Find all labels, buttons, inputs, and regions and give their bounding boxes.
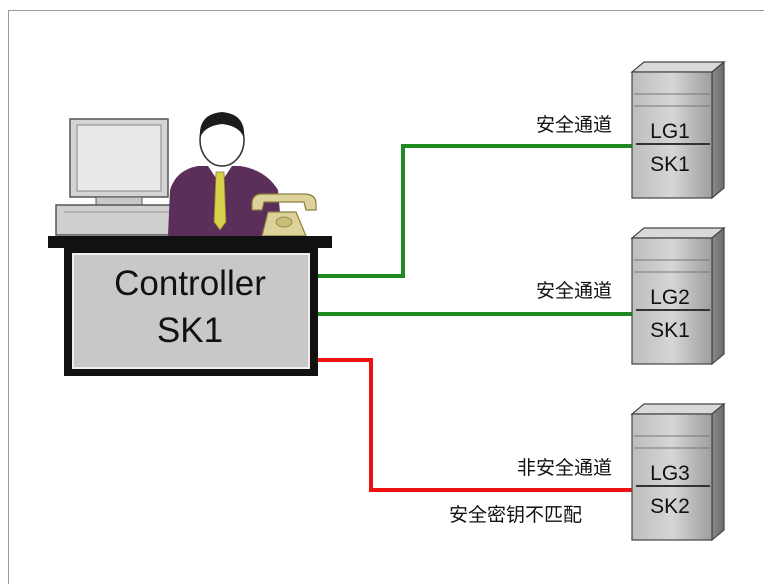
server-2-lg-label: LG2 [650,286,690,309]
controller-title: Controller [114,264,266,303]
server-3-lg-label: LG3 [650,462,690,485]
link-2-status-label: 安全通道 [536,280,612,302]
link-3-status-label: 非安全通道 [517,457,612,479]
secure-link-1 [318,144,640,278]
diagram-frame [8,10,764,584]
person-icon [168,112,282,236]
telephone-icon [251,193,317,237]
insecure-link-3 [318,358,640,492]
server-2-sk-label: SK1 [650,319,690,342]
link-3-key-mismatch-note: 安全密钥不匹配 [449,504,582,526]
server-1-lg-label: LG1 [650,120,690,143]
server-icon: LG2 SK1 [630,226,726,366]
server-icon: LG1 SK1 [630,60,726,200]
server-icon: LG3 SK2 [630,402,726,542]
computer-icon [55,118,185,236]
link-1-status-label: 安全通道 [536,114,612,136]
controller-key: SK1 [157,311,223,350]
server-1-sk-label: SK1 [650,153,690,176]
server-3-sk-label: SK2 [650,495,690,518]
controller-desk: Controller SK1 [48,236,332,376]
